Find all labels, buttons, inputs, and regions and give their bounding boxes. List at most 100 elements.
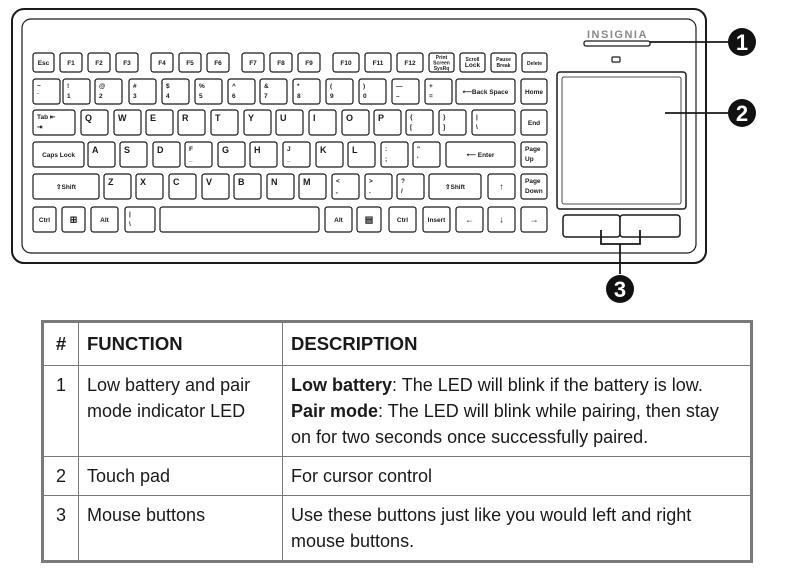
key[interactable]: F8 — [269, 52, 293, 73]
key[interactable]: F6 — [206, 52, 230, 73]
key[interactable]: ⟵Back Space — [455, 78, 516, 105]
key[interactable]: += — [424, 78, 453, 105]
key[interactable]: A — [87, 141, 116, 168]
key[interactable]: K — [315, 141, 344, 168]
key[interactable]: Esc — [32, 52, 55, 73]
key[interactable]: ↓ — [487, 206, 516, 233]
key[interactable]: R — [177, 109, 206, 136]
key[interactable]: Alt — [90, 206, 119, 233]
key[interactable]: W — [113, 109, 142, 136]
key[interactable]: "' — [412, 141, 441, 168]
key[interactable]: F5 — [178, 52, 202, 73]
key[interactable]: B — [233, 173, 262, 200]
key[interactable]: |\ — [471, 109, 516, 136]
key[interactable]: Caps Lock — [32, 141, 85, 168]
key[interactable]: J_ — [282, 141, 311, 168]
key[interactable]: L — [347, 141, 376, 168]
key-label: } — [443, 114, 446, 121]
key[interactable]: G — [217, 141, 246, 168]
key[interactable]: )0 — [358, 78, 387, 105]
key-label: H — [254, 145, 261, 155]
key[interactable]: ⟵ Enter — [445, 141, 516, 168]
right-mouse-button[interactable] — [619, 214, 681, 238]
key[interactable]: :; — [380, 141, 409, 168]
key[interactable]: H — [249, 141, 278, 168]
key[interactable]: ^6 — [227, 78, 256, 105]
key[interactable]: %5 — [194, 78, 223, 105]
key[interactable]: M — [298, 173, 327, 200]
key-label: ^ — [232, 82, 236, 90]
key[interactable]: O — [341, 109, 370, 136]
key[interactable]: Q — [80, 109, 109, 136]
key[interactable]: F_ — [184, 141, 213, 168]
key-label: $ — [166, 83, 170, 90]
key[interactable]: >. — [364, 173, 393, 200]
key[interactable]: V — [201, 173, 230, 200]
key[interactable]: Tab ⇤⇥ — [32, 109, 76, 136]
key[interactable]: ⇧Shift — [428, 173, 482, 200]
key[interactable]: Alt — [324, 206, 353, 233]
key[interactable]: (9 — [325, 78, 354, 105]
key[interactable]: Y — [243, 109, 272, 136]
key[interactable]: ?/ — [396, 173, 425, 200]
key[interactable]: $4 — [161, 78, 190, 105]
key[interactable]: !1 — [62, 78, 91, 105]
key[interactable]: Delete — [521, 52, 548, 73]
key[interactable]: End — [520, 109, 548, 136]
key[interactable]: |\ — [124, 206, 156, 233]
key[interactable]: Z — [103, 173, 132, 200]
key[interactable]: T — [210, 109, 239, 136]
key[interactable]: *8 — [292, 78, 321, 105]
key[interactable]: X — [135, 173, 164, 200]
key[interactable]: I — [308, 109, 337, 136]
key[interactable]: F7 — [241, 52, 265, 73]
key[interactable]: Ctrl — [388, 206, 417, 233]
key[interactable]: <, — [331, 173, 360, 200]
key[interactable]: C — [168, 173, 197, 200]
key[interactable]: F11 — [364, 52, 392, 73]
key[interactable]: ← — [455, 206, 484, 233]
key[interactable]: ↑ — [487, 173, 516, 200]
key[interactable]: F9 — [297, 52, 321, 73]
key[interactable]: E — [145, 109, 174, 136]
key[interactable]: ▤ — [356, 206, 382, 233]
key[interactable]: ~` — [32, 78, 61, 105]
key[interactable]: S — [119, 141, 148, 168]
key[interactable]: U — [275, 109, 304, 136]
key[interactable]: F3 — [115, 52, 139, 73]
key[interactable]: #3 — [128, 78, 157, 105]
key[interactable]: F4 — [150, 52, 174, 73]
key[interactable]: D — [152, 141, 181, 168]
key-label: Q — [85, 113, 92, 123]
key[interactable]: ⊞ — [61, 206, 86, 233]
key[interactable]: F10 — [332, 52, 360, 73]
key-label: ! — [67, 83, 69, 90]
key[interactable]: ⇧Shift — [32, 173, 100, 200]
key[interactable]: @2 — [94, 78, 123, 105]
key-label: % — [199, 83, 205, 90]
key[interactable]: F12 — [396, 52, 424, 73]
key-cap — [424, 78, 453, 105]
key[interactable]: Insert — [422, 206, 451, 233]
left-mouse-button[interactable] — [562, 214, 621, 238]
key[interactable]: F1 — [59, 52, 83, 73]
key[interactable]: {[ — [405, 109, 434, 136]
key[interactable]: Ctrl — [32, 206, 57, 233]
key[interactable]: }] — [438, 109, 467, 136]
key[interactable]: F2 — [87, 52, 111, 73]
key[interactable] — [159, 206, 320, 233]
touch-pad[interactable] — [556, 71, 687, 210]
key-cap — [62, 78, 91, 105]
key[interactable]: P — [373, 109, 402, 136]
key[interactable]: → — [520, 206, 548, 233]
key[interactable]: N — [266, 173, 295, 200]
key[interactable]: &7 — [259, 78, 288, 105]
key[interactable]: Home — [520, 78, 548, 105]
key[interactable]: —– — [391, 78, 420, 105]
row-function: Touch pad — [78, 456, 283, 496]
